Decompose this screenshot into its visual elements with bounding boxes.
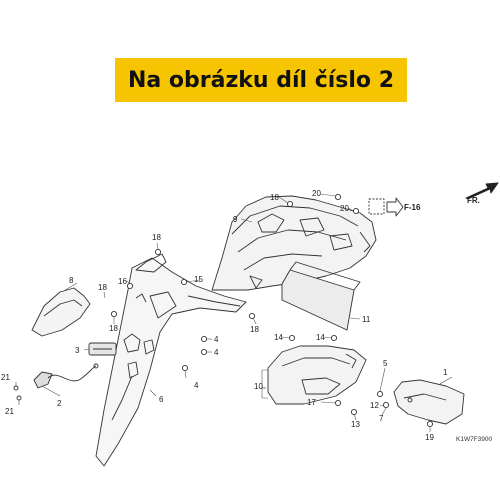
title-banner: Na obrázku díl číslo 2 bbox=[115, 58, 407, 102]
title-banner-text: Na obrázku díl číslo 2 bbox=[127, 67, 395, 93]
callout-8: 8 bbox=[69, 276, 74, 285]
callout-16: 16 bbox=[118, 277, 127, 286]
callout-20-right: 20 bbox=[340, 204, 349, 213]
callout-20-top: 20 bbox=[312, 189, 321, 198]
part-10-splash-guard bbox=[267, 345, 367, 405]
callout-18-top: 18 bbox=[270, 193, 279, 202]
callout-3: 3 bbox=[75, 346, 80, 355]
callout-18-fender-top: 18 bbox=[152, 233, 161, 242]
callout-19: 19 bbox=[425, 433, 434, 442]
part-2-license-light bbox=[33, 363, 99, 389]
callout-4-b: 4 bbox=[214, 348, 219, 357]
callout-4-a: 4 bbox=[214, 335, 219, 344]
callout-15: 15 bbox=[194, 275, 203, 284]
callout-7: 7 bbox=[379, 414, 384, 423]
callout-17: 17 bbox=[307, 398, 316, 407]
reference-f16-arrow-icon bbox=[368, 197, 404, 217]
reference-f16-label: F-16 bbox=[404, 203, 421, 212]
part-3-reflector bbox=[88, 342, 117, 356]
callout-14-left: 14 bbox=[274, 333, 283, 342]
callout-12: 12 bbox=[370, 401, 379, 410]
callout-18-lower: 18 bbox=[109, 324, 118, 333]
callout-10: 10 bbox=[254, 382, 263, 391]
part-11-plate bbox=[281, 261, 361, 331]
callout-14-right: 14 bbox=[316, 333, 325, 342]
callout-5: 5 bbox=[383, 359, 388, 368]
callout-13: 13 bbox=[351, 420, 360, 429]
callout-4-c: 4 bbox=[194, 381, 199, 390]
callout-6: 6 bbox=[159, 395, 164, 404]
callout-21-bottom: 21 bbox=[5, 407, 14, 416]
part-9-inner-fender bbox=[211, 195, 377, 291]
front-direction-arrow-icon bbox=[465, 182, 499, 200]
callout-21-top: 21 bbox=[1, 373, 10, 382]
catalog-code: K1W7F3900 bbox=[456, 436, 493, 443]
callout-labels: 18 20 20 9 18 15 16 8 18 18 18 11 14 14 … bbox=[1, 189, 493, 443]
part-8-cover bbox=[31, 287, 91, 337]
callout-2: 2 bbox=[57, 399, 62, 408]
callout-11: 11 bbox=[362, 315, 371, 324]
front-direction-label: FR. bbox=[467, 196, 480, 205]
callout-18-right: 18 bbox=[250, 325, 259, 334]
callout-18-left: 18 bbox=[98, 283, 107, 292]
part-6-rear-fender bbox=[95, 253, 247, 467]
callout-9: 9 bbox=[233, 215, 238, 224]
leader-lines bbox=[15, 193, 453, 432]
callout-1: 1 bbox=[443, 368, 448, 377]
part-1-bracket bbox=[393, 379, 465, 425]
